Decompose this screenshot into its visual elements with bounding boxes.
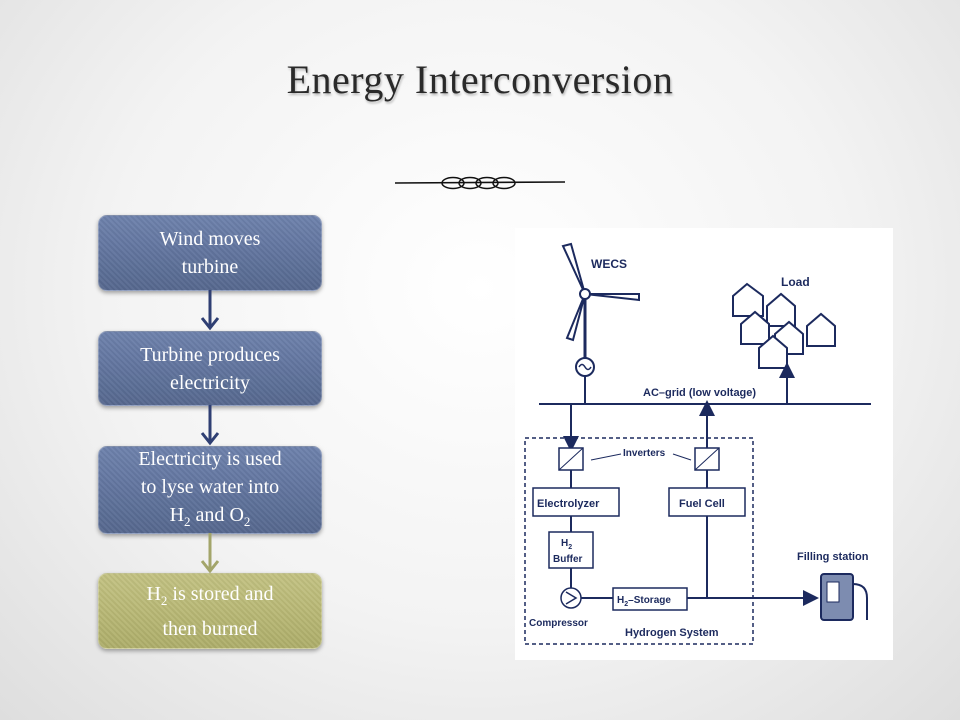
buffer-h-label: H2 (561, 538, 572, 551)
filling-station-label: Filling station (797, 551, 869, 563)
wind-turbine-icon (561, 242, 640, 404)
buffer-label: Buffer (553, 554, 583, 565)
flow-step-text: Wind moves (159, 228, 261, 250)
down-arrow-icon (200, 533, 220, 574)
hydrogen-system-diagram: WECS Load AC–grid (low voltage) Inverter… (515, 228, 893, 660)
flow-step-text: electricity (170, 371, 250, 394)
flow-step-wind: Wind moves turbine (98, 215, 322, 291)
formula-connector: and (190, 503, 230, 526)
down-arrow-icon (200, 290, 220, 331)
subscript: 2 (184, 513, 191, 529)
flow-step-text: Turbine produces (140, 343, 280, 366)
fuel-pump-icon (820, 573, 868, 621)
flow-step-text: Electricity is used (138, 447, 282, 470)
formula-h2: H2 is stored and (146, 582, 274, 608)
inverters-label: Inverters (623, 448, 666, 459)
flow-step-electrolysis: Electricity is used to lyse water into H… (98, 446, 322, 534)
flow-step-storage: H2 is stored and then burned (98, 573, 322, 649)
down-arrow-icon (200, 405, 220, 446)
storage-label: H2–Storage (617, 595, 671, 608)
subscript: 2 (243, 513, 251, 529)
slide-title: Energy Interconversion (286, 57, 674, 102)
fuel-cell-label: Fuel Cell (679, 498, 725, 510)
load-label: Load (781, 275, 810, 289)
element-symbol: H (169, 503, 185, 526)
hydrogen-system-label: Hydrogen System (625, 627, 719, 639)
element-symbol: O (229, 503, 244, 526)
ac-grid-label: AC–grid (low voltage) (643, 387, 756, 399)
formula-h2-o2: H2 and O2 (169, 503, 251, 529)
element-symbol: H (146, 582, 161, 605)
compressor-label: Compressor (529, 618, 588, 629)
electrolyzer-label: Electrolyzer (537, 498, 600, 510)
flow-step-text: is stored and (167, 582, 274, 605)
flow-step-text: turbine (181, 256, 239, 278)
wecs-label: WECS (591, 257, 627, 271)
houses-icon (732, 282, 836, 369)
flow-step-turbine: Turbine produces electricity (98, 331, 322, 406)
flow-step-text: to lyse water into (140, 475, 280, 498)
subscript: 2 (160, 592, 168, 608)
flow-step-text: then burned (162, 617, 258, 640)
decorative-flourish (395, 176, 565, 190)
